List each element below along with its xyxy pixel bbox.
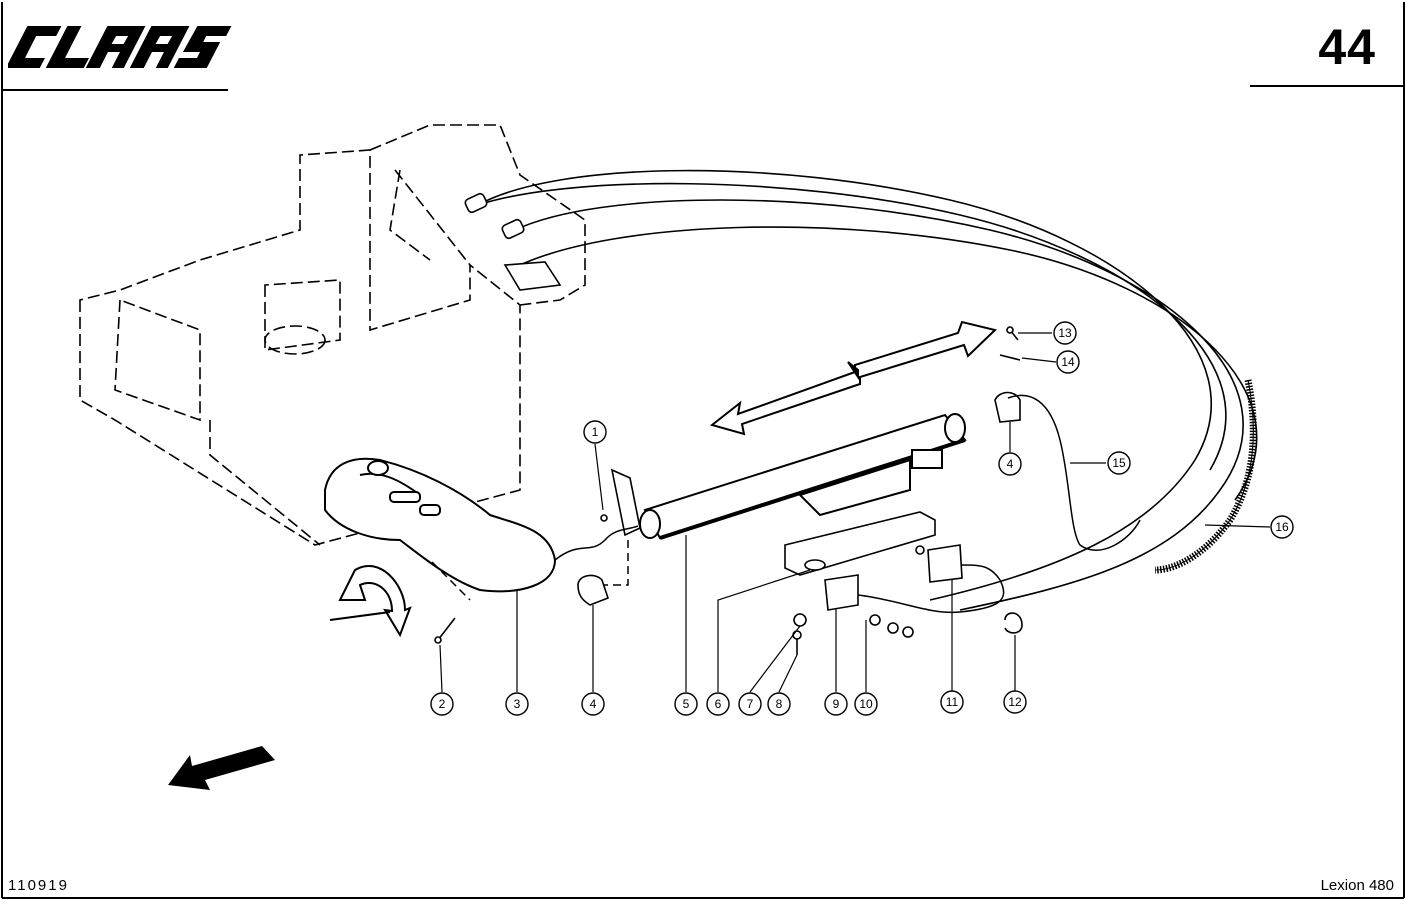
callout-circle [581,692,605,716]
callout-8: 8 [767,692,791,716]
leader-lines [439,332,1271,693]
callout-circle [1056,350,1080,374]
callout-label: 5 [683,697,690,711]
callout-1: 1 [583,420,607,444]
page-number: 44 [1318,19,1376,75]
callout-label: 9 [833,697,840,711]
callout-circle [1107,451,1131,475]
rotation-arrow [329,565,412,638]
edge-seal [1154,379,1257,574]
callout-circle [583,420,607,444]
callout-6: 6 [706,692,730,716]
callout-4: 4 [998,452,1022,476]
callout-label: 7 [747,697,754,711]
callout-label: 10 [859,697,873,711]
switch-cable [857,394,1141,614]
callout-12: 12 [1003,690,1027,714]
callout-10: 10 [854,692,878,716]
callout-label: 12 [1008,695,1022,709]
mounting-bracket [600,468,641,537]
machine-outline [79,124,586,546]
callout-15: 15 [1107,451,1131,475]
callout-16: 16 [1270,515,1294,539]
callout-label: 14 [1061,355,1075,369]
callout-label: 6 [715,697,722,711]
model-name: Lexion 480 [1320,877,1394,894]
callout-label: 8 [776,697,783,711]
callout-2: 2 [430,692,454,716]
callout-circle [738,692,762,716]
callout-label: 4 [1007,457,1014,471]
callout-9: 9 [824,692,848,716]
callout-label: 15 [1112,456,1126,470]
callout-circle [767,692,791,716]
telescopic-tube [639,413,967,540]
callout-circle [706,692,730,716]
small-parts [434,326,1023,655]
callout-circle [674,692,698,716]
callout-circle [854,692,878,716]
callout-circle [1003,690,1027,714]
callout-11: 11 [940,690,964,714]
callout-circle [505,692,529,716]
callout-14: 14 [1056,350,1080,374]
lever-cable [431,525,639,601]
callout-5: 5 [674,692,698,716]
callout-label: 1 [592,425,599,439]
callout-7: 7 [738,692,762,716]
travel-direction-arrow [168,746,275,790]
callout-label: 4 [590,697,597,711]
callout-label: 2 [439,697,446,711]
callout-label: 16 [1275,520,1289,534]
adjustment-arrow [709,320,998,436]
callout-13: 13 [1053,321,1077,345]
callout-circle [1053,321,1077,345]
callout-label: 11 [946,695,959,709]
callout-circle [824,692,848,716]
callout-3: 3 [505,692,529,716]
callout-circle [430,692,454,716]
document-id: 110919 [8,877,69,894]
callout-4: 4 [581,692,605,716]
control-lever [324,457,557,593]
callout-label: 13 [1058,326,1072,340]
callout-label: 3 [514,697,521,711]
callout-circle [1270,515,1294,539]
connector-plugs [464,192,562,291]
callout-circle [940,690,964,714]
callout-circle [998,452,1022,476]
claas-logo [8,26,232,68]
